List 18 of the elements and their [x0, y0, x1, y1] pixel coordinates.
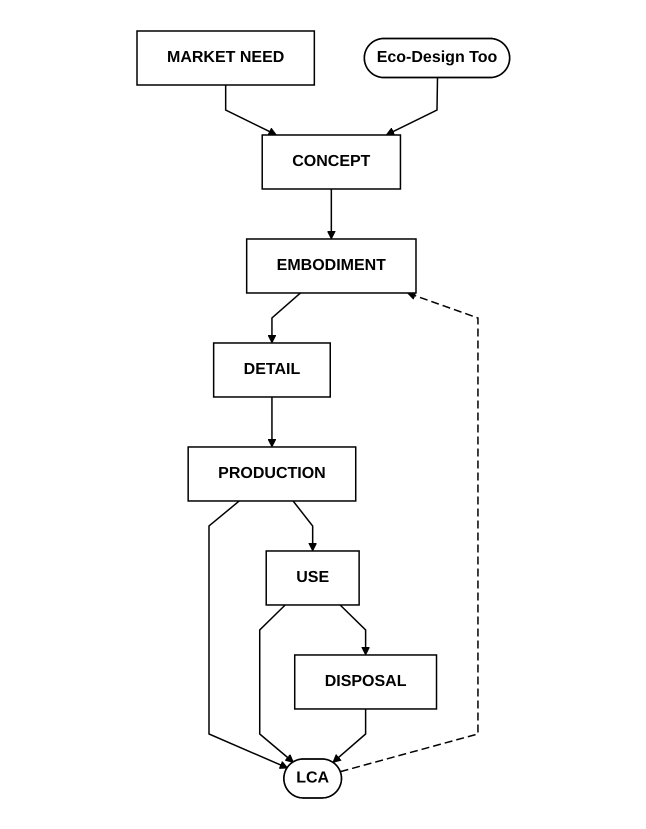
arrow — [267, 292, 301, 344]
arrow — [332, 709, 366, 763]
arrow — [292, 500, 317, 552]
node-box: USE — [265, 550, 360, 606]
node-box: CONCEPT — [261, 134, 401, 190]
arrow — [340, 292, 478, 772]
arrow — [385, 78, 438, 136]
node-box: PRODUCTION — [187, 446, 356, 502]
arrow — [208, 500, 288, 769]
node-box: EMBODIMENT — [246, 238, 416, 294]
node-box: DETAIL — [212, 342, 331, 398]
arrow — [224, 85, 277, 136]
node-box: DISPOSAL — [294, 654, 437, 710]
arrow — [267, 397, 276, 448]
arrow — [339, 604, 370, 656]
arrow — [258, 604, 294, 763]
arrow — [326, 189, 336, 240]
node-box: MARKET NEED — [136, 30, 315, 86]
